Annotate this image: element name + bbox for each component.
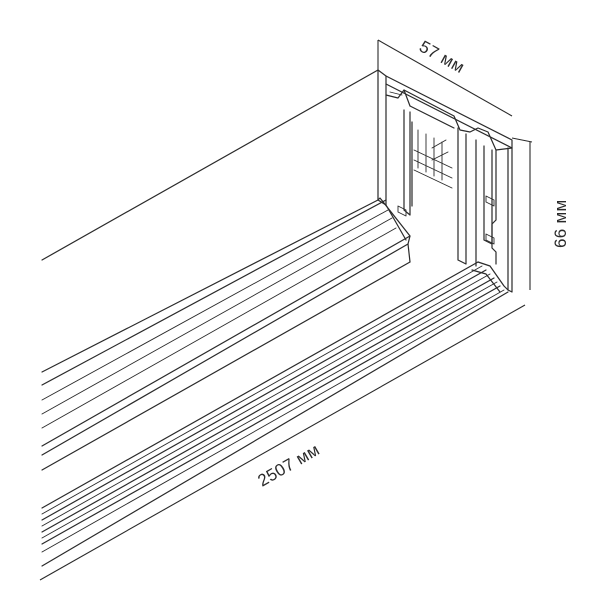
body-upper-lip-0 xyxy=(41,199,379,373)
body-lower-lip-8 xyxy=(41,281,498,539)
body-lower-lip-6 xyxy=(41,265,483,515)
dimension-height-ext-top xyxy=(511,137,533,143)
body-upper-lip-3 xyxy=(41,243,409,456)
profile-cross-section xyxy=(377,69,513,293)
body-lower-lip-7 xyxy=(41,273,491,527)
dimension-length: 2507 мм xyxy=(39,304,526,581)
body-upper-lip-5 xyxy=(41,227,397,429)
body-bottom-edge xyxy=(41,291,509,567)
dimension-height: 66 мм xyxy=(511,137,570,290)
body-upper-lip-6 xyxy=(41,217,393,415)
body-upper-lip-1 xyxy=(41,199,387,386)
body-lower-lip-1 xyxy=(41,261,479,509)
dimension-width: 57 мм xyxy=(377,37,513,117)
dimension-length-line xyxy=(39,304,526,581)
body-upper-lip-4 xyxy=(41,261,411,471)
body-upper-lip-2 xyxy=(41,235,411,447)
body-top-edge xyxy=(41,69,379,261)
body-lower-lip-5 xyxy=(41,289,505,553)
dimension-width-line xyxy=(377,39,513,117)
body-lower-lip-3 xyxy=(41,277,495,533)
body-lower-lip-2 xyxy=(41,269,487,521)
dimension-height-label: 66 мм xyxy=(551,199,570,248)
profile-body xyxy=(41,69,509,567)
dimension-length-label: 2507 мм xyxy=(255,440,323,490)
dimension-width-label: 57 мм xyxy=(416,37,468,77)
body-upper-lip-7 xyxy=(41,209,389,401)
body-lower-lip-4 xyxy=(41,285,501,545)
